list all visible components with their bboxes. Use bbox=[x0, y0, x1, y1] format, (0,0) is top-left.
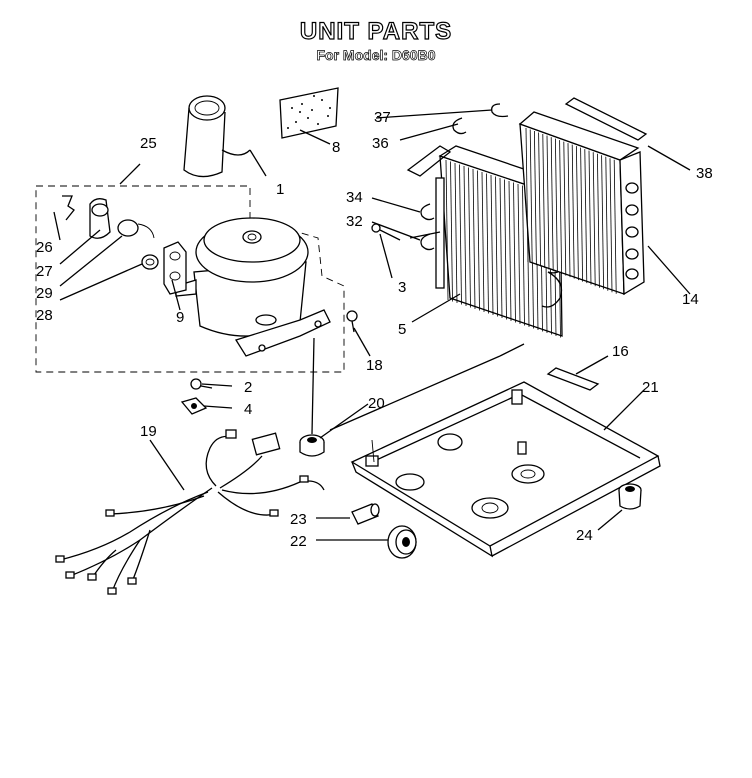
callout-1: 1 bbox=[276, 181, 284, 198]
callout-8: 8 bbox=[332, 139, 340, 156]
callout-3: 3 bbox=[398, 279, 406, 296]
callout-23: 23 bbox=[290, 511, 307, 528]
coil-fin bbox=[588, 150, 592, 285]
coil-fin bbox=[459, 164, 462, 305]
callout-20: 20 bbox=[368, 395, 385, 412]
coil-fin bbox=[508, 180, 512, 321]
coil-fin bbox=[522, 185, 525, 326]
part-terminal-wire[interactable] bbox=[62, 195, 75, 221]
coil-fin bbox=[592, 152, 596, 287]
callout-36: 36 bbox=[372, 135, 389, 152]
coil-fin bbox=[546, 135, 550, 270]
coil-fin bbox=[563, 141, 567, 276]
coil-fin bbox=[542, 134, 546, 269]
coil-fin bbox=[567, 143, 571, 278]
coil-fin bbox=[486, 173, 489, 314]
coil-fin bbox=[559, 140, 562, 275]
callout-24: 24 bbox=[576, 527, 593, 544]
part-bar-38[interactable] bbox=[564, 97, 648, 141]
coil-fin bbox=[495, 176, 498, 317]
callout-16: 16 bbox=[612, 343, 629, 360]
part-screw-18[interactable] bbox=[346, 310, 358, 333]
coil-fin bbox=[613, 159, 617, 294]
part-duct[interactable] bbox=[183, 95, 251, 178]
coil-fin bbox=[605, 156, 609, 291]
coil-fin bbox=[525, 127, 529, 263]
callout-14: 14 bbox=[682, 291, 699, 308]
callout-4: 4 bbox=[244, 401, 252, 418]
part-base-pan[interactable] bbox=[350, 381, 661, 558]
part-grommet[interactable] bbox=[141, 254, 159, 270]
coil-fin bbox=[576, 146, 579, 281]
coil-fin bbox=[463, 165, 467, 306]
part-clip-37[interactable] bbox=[491, 103, 509, 118]
callout-2: 2 bbox=[244, 379, 252, 396]
callout-18: 18 bbox=[366, 357, 383, 374]
coil-fin bbox=[517, 183, 521, 324]
coil-fin bbox=[454, 162, 458, 304]
coil-fin bbox=[529, 129, 533, 264]
coil-fin bbox=[609, 158, 613, 293]
leader-lines bbox=[53, 109, 691, 541]
callout-29: 29 bbox=[36, 285, 53, 302]
coil-fin bbox=[538, 132, 541, 267]
callout-32: 32 bbox=[346, 213, 363, 230]
callout-19: 19 bbox=[140, 423, 157, 440]
part-clip-36[interactable] bbox=[452, 117, 467, 135]
coil-fin bbox=[584, 149, 588, 284]
callout-21: 21 bbox=[642, 379, 659, 396]
part-compressor[interactable] bbox=[175, 217, 331, 357]
part-roller-pin[interactable] bbox=[351, 503, 380, 525]
coil-fin bbox=[477, 170, 480, 311]
callout-26: 26 bbox=[36, 239, 53, 256]
callout-27: 27 bbox=[36, 263, 53, 280]
page-title: UNIT PARTS bbox=[299, 17, 453, 45]
coil-fin bbox=[481, 171, 485, 312]
coil-fin bbox=[513, 182, 516, 323]
part-evaporator-coil[interactable] bbox=[518, 111, 645, 296]
coil-fin bbox=[450, 161, 453, 302]
coil-fin bbox=[601, 155, 604, 290]
part-overload-protector[interactable] bbox=[117, 219, 155, 239]
part-foot-20[interactable] bbox=[299, 434, 325, 457]
part-wiring-harness[interactable] bbox=[55, 429, 325, 595]
callout-25: 25 bbox=[140, 135, 157, 152]
coil-fin bbox=[472, 168, 476, 309]
callout-5: 5 bbox=[398, 321, 406, 338]
coil-fin bbox=[597, 153, 600, 288]
coil-fin bbox=[504, 179, 507, 320]
part-mount-4[interactable] bbox=[180, 397, 208, 415]
part-foot-24[interactable] bbox=[618, 483, 642, 510]
callout-37: 37 bbox=[374, 109, 391, 126]
part-screw-3[interactable] bbox=[371, 223, 401, 241]
part-terminal-cover[interactable] bbox=[89, 198, 111, 239]
part-bolt-2[interactable] bbox=[190, 378, 213, 390]
part-clip-32[interactable] bbox=[420, 233, 435, 251]
coil-fin bbox=[555, 138, 558, 273]
coil-fin bbox=[534, 131, 537, 266]
callout-9: 9 bbox=[176, 309, 184, 326]
part-strip-16[interactable] bbox=[546, 367, 600, 391]
part-wheel[interactable] bbox=[387, 525, 417, 559]
part-filter[interactable] bbox=[279, 87, 339, 139]
coil-fin bbox=[550, 137, 554, 272]
coil-fin bbox=[468, 167, 471, 308]
callout-38: 38 bbox=[696, 165, 713, 182]
callout-34: 34 bbox=[346, 189, 363, 206]
coil-fin bbox=[490, 174, 494, 315]
part-gasket[interactable] bbox=[163, 241, 187, 295]
coil-fin bbox=[499, 177, 503, 318]
callout-28: 28 bbox=[36, 307, 53, 324]
callout-22: 22 bbox=[290, 533, 307, 550]
coil-fin bbox=[580, 147, 583, 282]
coil-fin bbox=[571, 144, 575, 279]
coil-fin bbox=[445, 159, 449, 301]
part-clip-34[interactable] bbox=[420, 203, 435, 221]
model-subtitle: For Model: D60B0 bbox=[316, 47, 436, 64]
